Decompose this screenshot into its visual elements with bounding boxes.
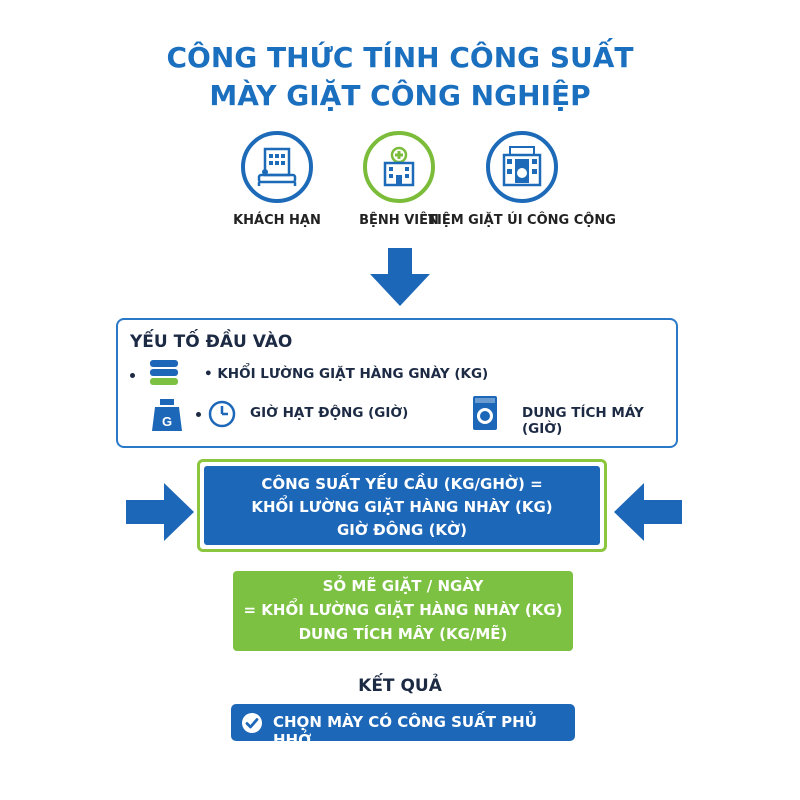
batches-per-day-formula: SỎ MẼ GIẶT / NGÀY = KHỔI LƯỜNG GIẶT HÀNG… <box>233 571 573 651</box>
arrow-right-icon <box>126 483 194 541</box>
result-button[interactable]: CHỌN MÀY CÓ CÔNG SUẤT PHỦ HHỞ <box>231 704 575 749</box>
bullet <box>130 373 135 378</box>
bullet <box>196 412 201 417</box>
result-button-label: CHỌN MÀY CÓ CÔNG SUẤT PHỦ HHỞ <box>273 713 537 749</box>
formula2-line-2: = KHỔI LƯỜNG GIẶT HÀNG NHÀY (KG) <box>243 601 563 619</box>
input-machine-capacity: DUNG TÍCH MÁY (GIỜ) <box>522 405 644 437</box>
laundry-stack-icon <box>150 360 178 385</box>
category-label-hospital: BỆNH VIÊN <box>359 213 439 228</box>
formula1-line-3: GIỜ ĐÔNG (KỜ) <box>336 521 468 539</box>
title-line-2: MÀY GIẶT CÔNG NGHIỆP <box>209 79 591 112</box>
title-line-1: CÔNG THỨC TÍNH CÔNG SUẤT <box>166 41 634 74</box>
formula2-line-3: DUNG TÍCH MÂY (KG/MẼ) <box>298 625 508 643</box>
formula1-line-2: KHỔI LƯỜNG GIẶT HÀNG NHÀY (KG) <box>251 498 553 516</box>
arrow-left-icon <box>614 483 682 541</box>
category-label-laundromat: TIỆM GIẶT ÚI CÔNG CỘNG <box>428 213 616 228</box>
input-factors-panel: YẾU TỐ ĐẦU VÀO • KHỔI LƯỜNG GIẶT HÀNG GN… <box>116 318 678 448</box>
result-label: KẾT QUẢ <box>358 676 442 696</box>
formula1-line-1: CÔNG SUẤT YẾU CẦU (KG/GHỜ) = <box>261 475 543 493</box>
input-operating-hours: GIỜ HẠT ĐỘNG (GIỜ) <box>250 405 409 421</box>
weight-scale-letter: G <box>162 414 172 429</box>
hotel-icon <box>241 131 313 203</box>
input-factors-title: YẾU TỐ ĐẦU VÀO <box>130 332 293 352</box>
check-circle-icon <box>242 713 262 733</box>
category-label-hotel: KHÁCH HẠN <box>233 213 321 228</box>
required-capacity-formula-body: CÔNG SUẤT YẾU CẦU (KG/GHỜ) = KHỔI LƯỜNG … <box>204 466 600 545</box>
arrow-down-icon <box>370 248 430 306</box>
clock-icon <box>208 400 236 428</box>
input-daily-weight: • KHỔI LƯỜNG GIẶT HÀNG GNÀY (KG) <box>204 366 489 382</box>
formula2-line-1: SỎ MẼ GIẶT / NGÀY <box>322 577 484 595</box>
washing-machine-icon <box>473 396 497 430</box>
hospital-icon <box>363 131 435 203</box>
weight-scale-icon: G <box>152 399 182 431</box>
required-capacity-formula: CÔNG SUẤT YẾU CẦU (KG/GHỜ) = KHỔI LƯỜNG … <box>197 459 607 552</box>
laundromat-icon <box>486 131 558 203</box>
